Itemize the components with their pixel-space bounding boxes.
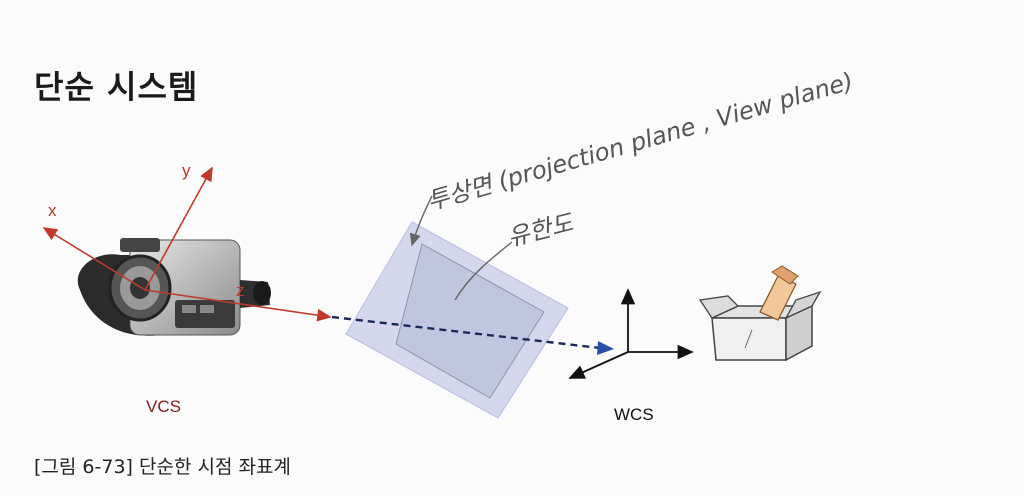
camera-y-axis (144, 166, 213, 291)
projection-plane-annotation: 투상면 (projection plane , View plane) (424, 67, 856, 216)
camera-axes (42, 166, 332, 322)
x-axis-label: x (48, 201, 57, 220)
camera-x-axis (42, 227, 146, 291)
y-axis-label: y (182, 161, 191, 180)
view-direction-line (331, 315, 601, 350)
camera-z-axis (144, 289, 332, 322)
projection-plane-pointer (409, 195, 433, 247)
page-title: 단순 시스템 (34, 68, 199, 106)
finite-pointer (454, 241, 513, 301)
vcs-label: VCS (146, 397, 181, 416)
box-object-icon (698, 265, 822, 362)
finite-annotation: 유한도 (505, 208, 577, 251)
camcorder-icon (77, 238, 271, 336)
wcs-label: WCS (614, 405, 654, 424)
figure-caption: [그림 6-73] 단순한 시점 좌표계 (34, 456, 291, 478)
world-axes (568, 288, 694, 379)
projection-plane (345, 221, 569, 419)
view-direction-arrow (597, 341, 614, 355)
z-axis-label: z (236, 281, 245, 300)
world-z-axis (568, 351, 629, 379)
